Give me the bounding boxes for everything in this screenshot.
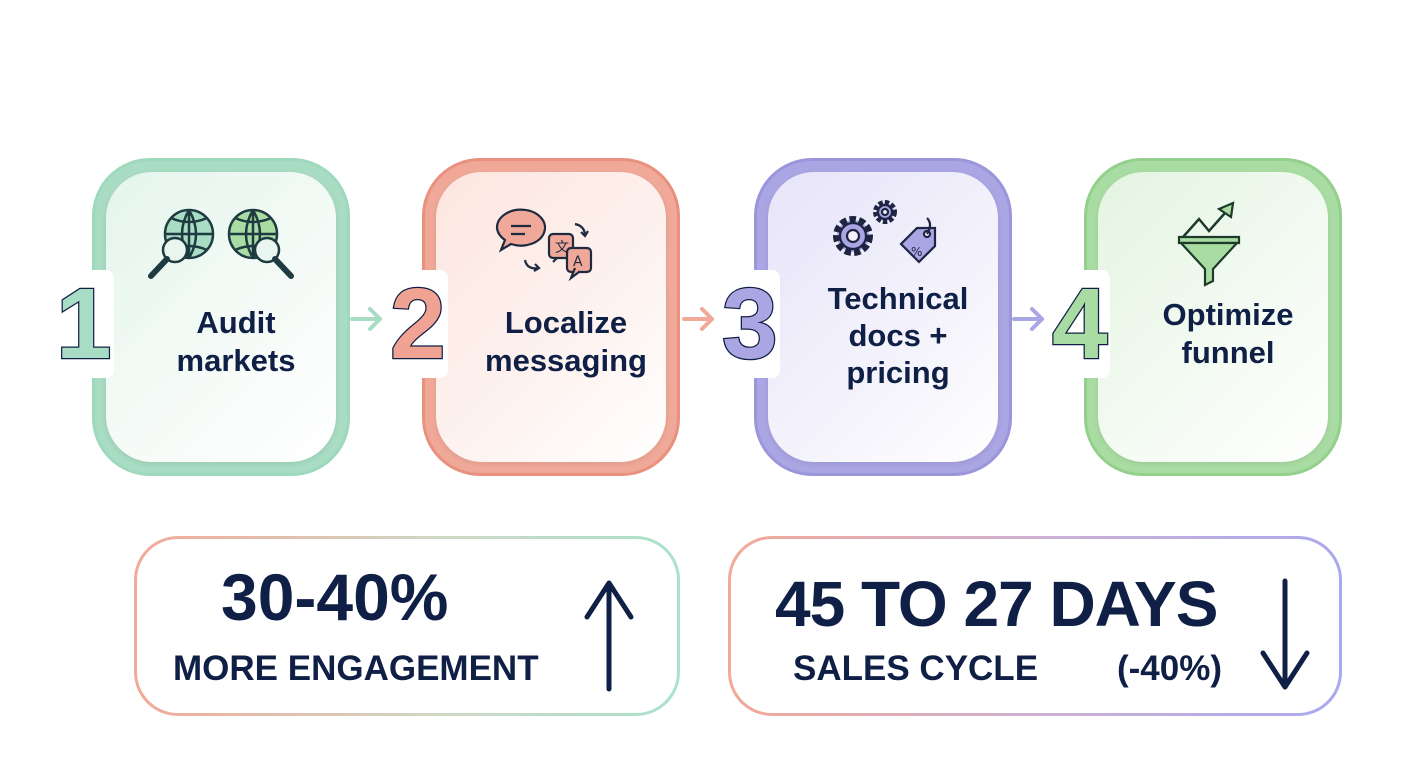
metric-value: 45 TO 27 DAYS [775, 568, 1218, 640]
arrow-right-icon [1012, 307, 1044, 331]
metric-card-body: 30-40% MORE ENGAGEMENT [137, 539, 677, 713]
arrow-right-icon [682, 307, 714, 331]
step-number: 3 [720, 268, 780, 380]
globe-search-icon [141, 196, 301, 292]
metric-caption: SALES CYCLE [793, 649, 1039, 688]
step-label: Optimize funnel [1162, 297, 1294, 370]
metric-card-body: 45 TO 27 DAYS SALES CYCLE (-40%) [731, 539, 1339, 713]
step-label: Technical docs + pricing [827, 281, 969, 390]
svg-text:A: A [573, 254, 583, 270]
metric-card-engagement: 30-40% MORE ENGAGEMENT [134, 536, 680, 716]
arrow-up-icon [584, 580, 634, 692]
translate-chat-icon: 文 A [491, 196, 611, 292]
gears-price-tag-icon: % [823, 196, 943, 272]
step-card-localize-messaging: 文 A Localize messaging 2 [388, 158, 680, 476]
svg-text:%: % [911, 245, 922, 259]
metric-value: 30-40% [221, 560, 449, 634]
metric-card-sales-cycle: 45 TO 27 DAYS SALES CYCLE (-40%) [728, 536, 1342, 716]
metric-caption: MORE ENGAGEMENT [173, 649, 539, 688]
step-label: Localize messaging [485, 305, 647, 378]
step-number: 4 [1050, 268, 1110, 380]
metric-change: (-40%) [1117, 649, 1223, 688]
step-label: Audit markets [176, 305, 296, 378]
step-number: 2 [388, 268, 448, 380]
arrow-down-icon [1260, 578, 1310, 690]
step-card-body: Audit markets [106, 172, 336, 462]
step-card-body: Optimize funnel [1098, 172, 1328, 462]
arrow-right-icon [350, 307, 382, 331]
step-card-body: 文 A Localize messaging [436, 172, 666, 462]
step-card-technical-docs-pricing: % Technical docs + pricing 3 [720, 158, 1012, 476]
step-number: 1 [54, 268, 114, 380]
step-card-optimize-funnel: Optimize funnel 4 [1050, 158, 1342, 476]
step-card-body: % Technical docs + pricing [768, 172, 998, 462]
step-card-audit-markets: Audit markets 1 [54, 158, 350, 476]
svg-text:文: 文 [555, 240, 569, 256]
funnel-growth-icon [1173, 196, 1253, 292]
